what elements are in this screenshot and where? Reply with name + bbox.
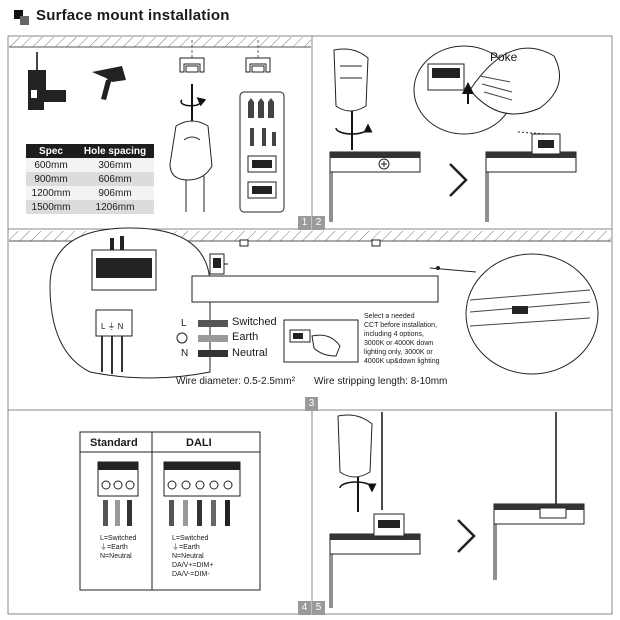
- dali-legend: L=Switched ⏚=Earth N=Neutral DA/V+=DIM+ …: [172, 534, 213, 579]
- wire-diameter: Wire diameter: 0.5-2.5mm²: [176, 376, 295, 387]
- page-title: Surface mount installation: [36, 7, 230, 24]
- mounting-clip-1: [179, 40, 205, 73]
- dali-title: DALI: [186, 437, 212, 449]
- ceiling-hatch-1: [9, 37, 311, 47]
- step-badge-1: 1: [298, 216, 311, 230]
- table-cell: 1500mm: [26, 200, 76, 214]
- cct-note-line: 4000K up&down lighting: [364, 358, 440, 365]
- mounting-clip-2: [245, 40, 271, 73]
- ceiling-hatch-3: [9, 231, 611, 241]
- wire-code-n: N: [181, 348, 189, 359]
- cct-note-line: including 4 options,: [364, 331, 424, 338]
- poke-label: Poke: [490, 50, 518, 64]
- luminaire-end-right: [485, 133, 577, 222]
- step-badge-2: 2: [312, 216, 325, 230]
- stripping-length: Wire stripping length: 8-10mm: [314, 376, 448, 387]
- table-cell: 906mm: [76, 186, 154, 200]
- cct-zoom-right: [465, 253, 599, 375]
- wire-color-legend: [176, 320, 228, 357]
- legend-line: DA/V-=DIM-: [172, 571, 210, 578]
- table-cell: 1206mm: [76, 200, 154, 214]
- cct-note-line: lighting only, 3000K or: [364, 349, 433, 356]
- table-header-hole-spacing: Hole spacing: [76, 144, 154, 158]
- drill-icon: [28, 52, 66, 110]
- legend-line: N=Neutral: [172, 553, 204, 560]
- next-step-chevron-2: [457, 519, 476, 553]
- step-badge-3: 3: [305, 397, 318, 411]
- table-cell: 306mm: [76, 158, 154, 172]
- table-cell: 1200mm: [26, 186, 76, 200]
- wire-name-switched: Switched: [232, 316, 277, 328]
- standard-title: Standard: [90, 437, 138, 449]
- legend-line: ⏚=Earth: [100, 544, 128, 551]
- cct-note-line: Select a needed: [364, 313, 415, 320]
- step-badge-5: 5: [312, 601, 325, 615]
- standard-legend: L=Switched ⏚=Earth N=Neutral: [100, 534, 136, 561]
- hammer-icon: [92, 66, 126, 100]
- hand-screwdriver-5: [337, 412, 383, 512]
- legend-line: ⏚=Earth: [172, 544, 200, 551]
- luminaire-end-5-left: [329, 513, 421, 608]
- legend-line: DA/V+=DIM+: [172, 562, 214, 569]
- luminaire-end-left: [329, 151, 421, 222]
- table-row: 1200mm 906mm: [26, 186, 154, 200]
- cct-switch-box: [283, 319, 359, 363]
- table-cell: 900mm: [26, 172, 76, 186]
- legend-line: N=Neutral: [100, 553, 132, 560]
- header-icon: [14, 10, 29, 25]
- table-row: 600mm 306mm: [26, 158, 154, 172]
- luminaire-end-5-right: [493, 412, 585, 580]
- step-badge-4: 4: [298, 601, 311, 615]
- legend-line: L=Switched: [172, 535, 209, 542]
- table-row: 900mm 606mm: [26, 172, 154, 186]
- table-cell: 600mm: [26, 158, 76, 172]
- wire-name-earth: Earth: [232, 331, 259, 343]
- dali-terminal: [163, 461, 241, 526]
- svg-text:L ⏚ N: L ⏚ N: [101, 322, 124, 331]
- luminaire-body-3: [191, 239, 439, 303]
- hand-screwdriver-2: [333, 48, 373, 150]
- cct-note-line: CCT before installation,: [364, 322, 438, 329]
- poke-zoom-callout: [413, 45, 561, 135]
- cct-note: Select a needed CCT before installation,…: [364, 312, 460, 366]
- table-header-spec: Spec: [26, 144, 76, 158]
- table-cell: 606mm: [76, 172, 154, 186]
- cct-note-line: 3000K or 4000K down: [364, 340, 434, 347]
- standard-terminal: [97, 461, 139, 526]
- table-row: 1500mm 1206mm: [26, 200, 154, 214]
- screws-box: [239, 91, 285, 213]
- spec-table: Spec Hole spacing 600mm 306mm 900mm 606m…: [26, 144, 154, 214]
- hand-screwdriver-1: [169, 84, 213, 212]
- legend-line: L=Switched: [100, 535, 137, 542]
- wire-code-l: L: [181, 318, 187, 329]
- wire-name-neutral: Neutral: [232, 347, 268, 359]
- next-step-chevron-1: [449, 163, 468, 197]
